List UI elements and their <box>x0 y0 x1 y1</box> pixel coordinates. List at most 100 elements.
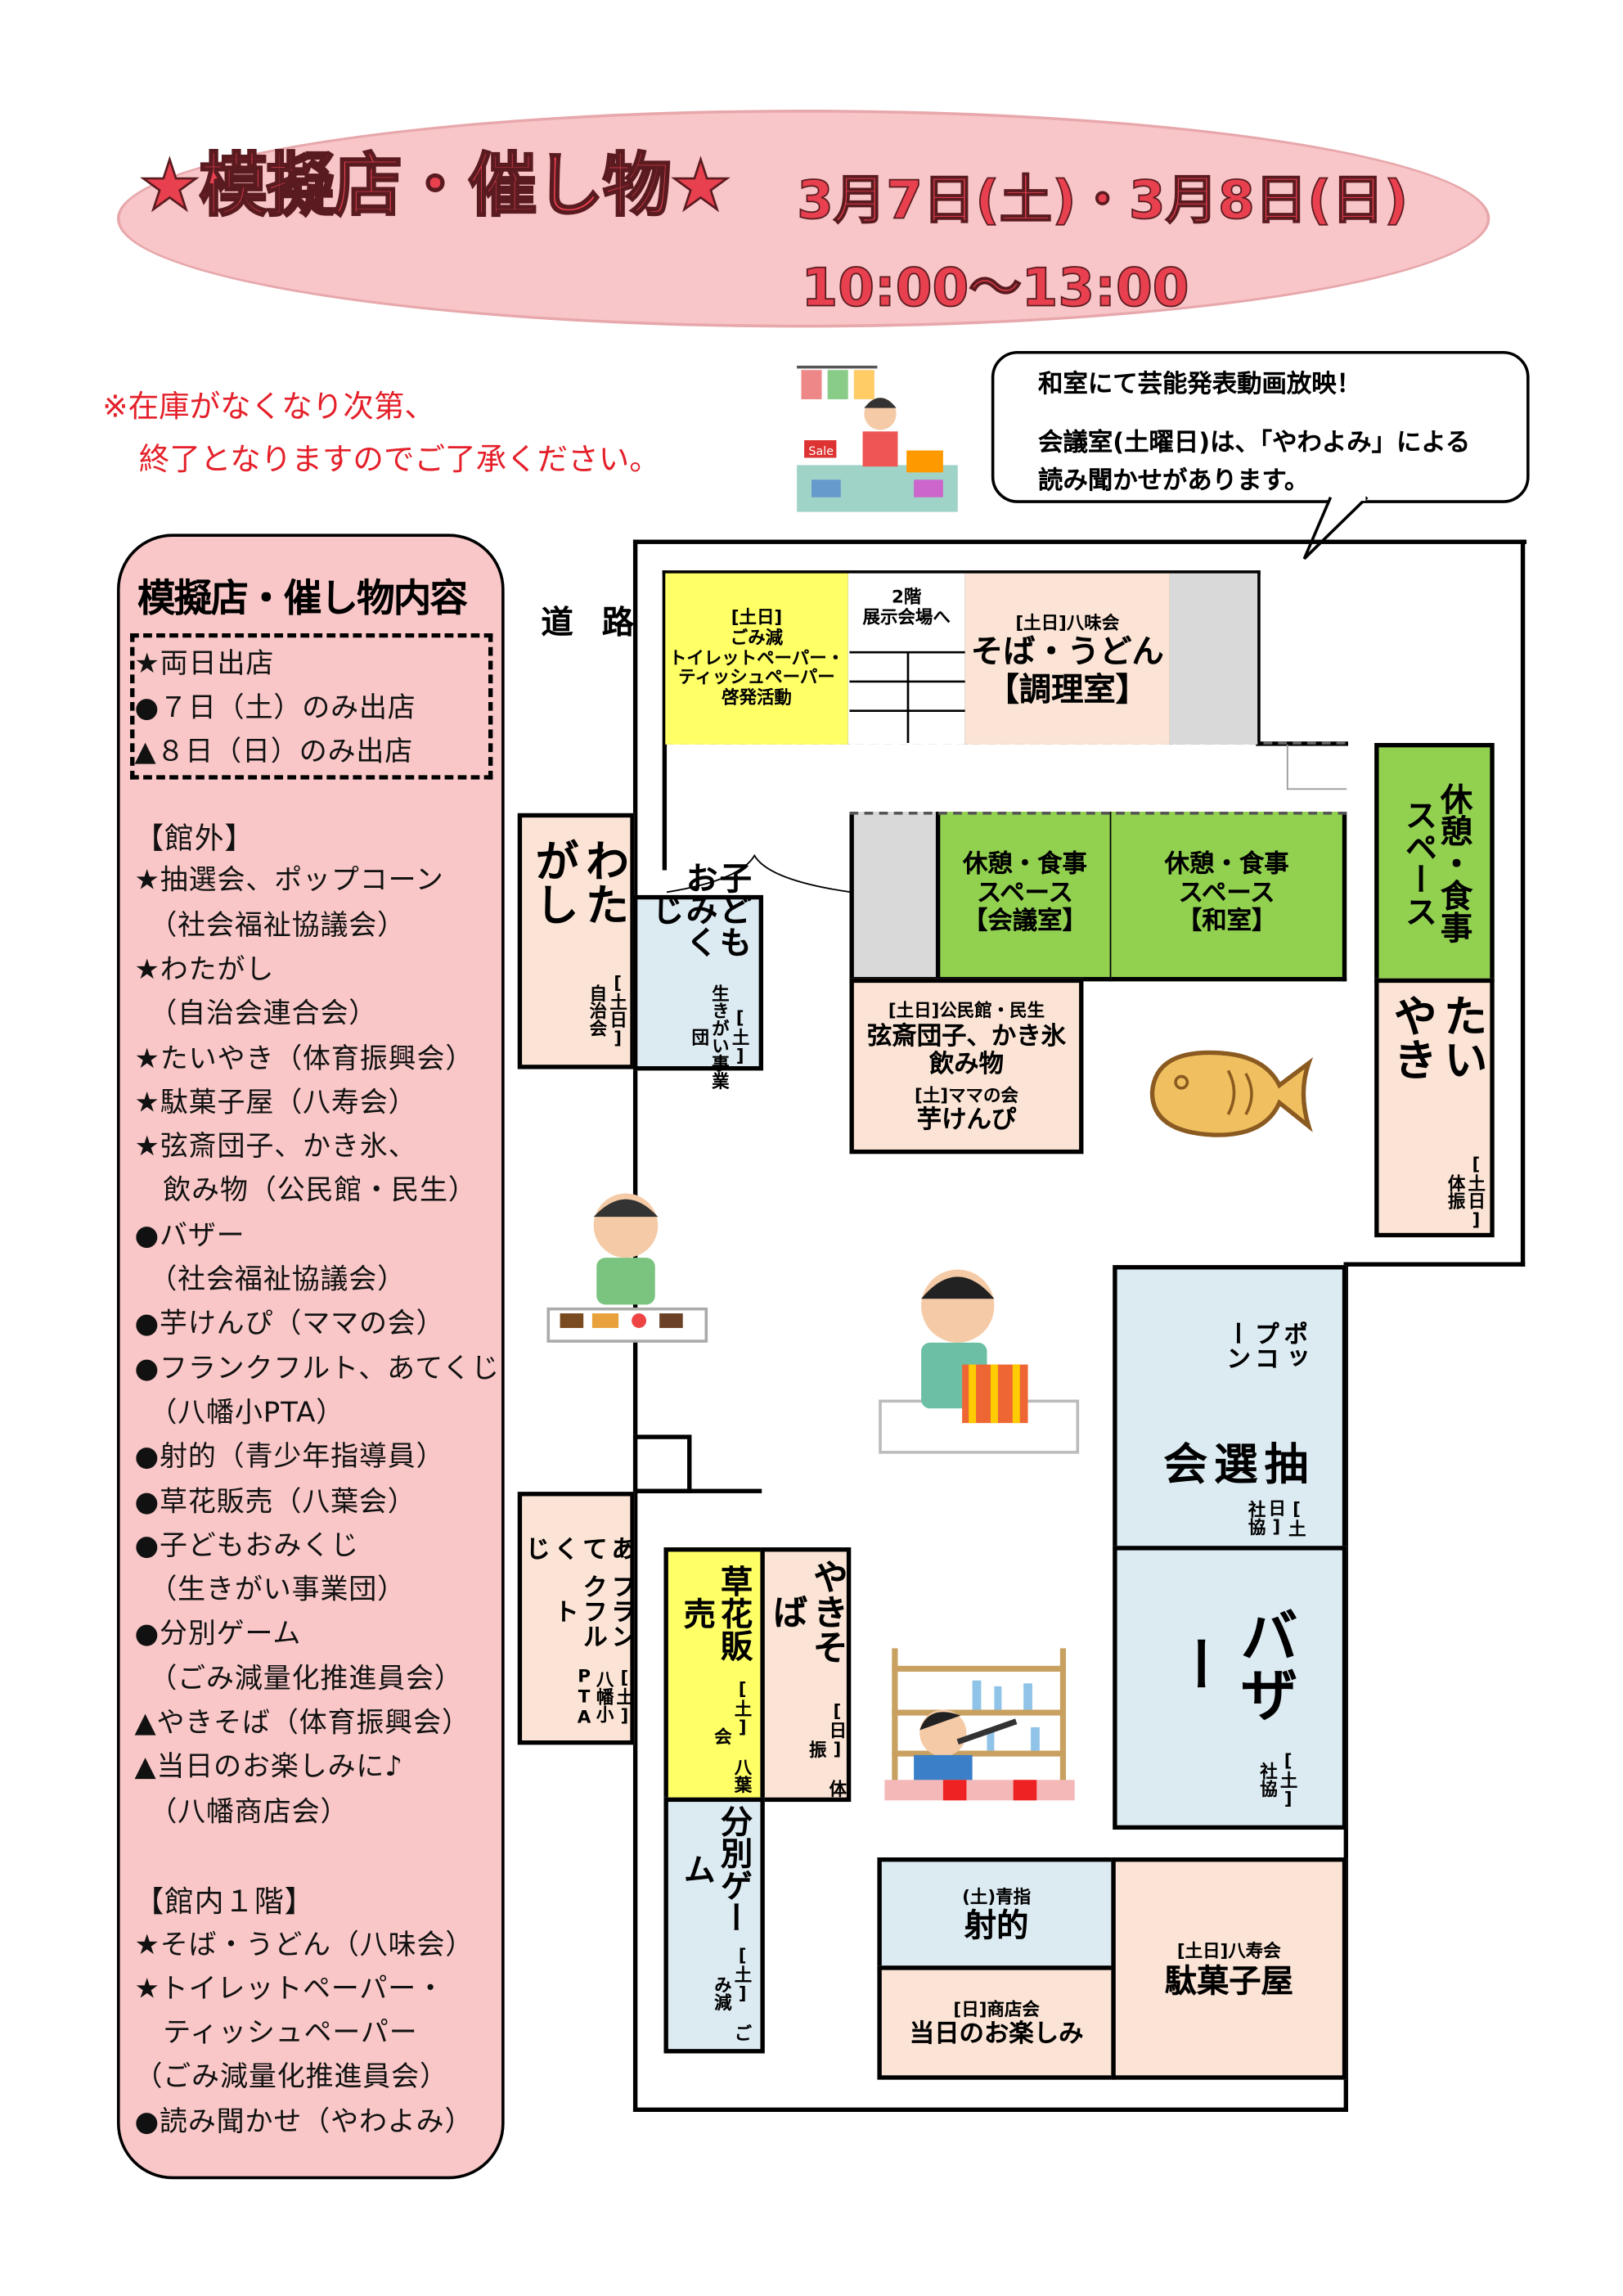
booth-tag: [土]ママの会 <box>915 1084 1018 1105</box>
inner-wall-right <box>1256 570 1261 746</box>
booth-tag: [土日] <box>607 972 628 1049</box>
booth-bazaar[interactable]: バザー[土] 社協 <box>1113 1546 1347 1830</box>
booth-tag: [日]商店会 <box>953 1999 1040 2020</box>
booth-sorting-game[interactable]: 分別ゲーム[土] ごみ減 <box>663 1797 765 2054</box>
section-heading: 【館外】 <box>134 820 255 856</box>
booth-tag: [土] <box>1278 1750 1299 1809</box>
inner-wall-left <box>662 570 668 871</box>
list-item: （自治会連合会） <box>134 997 378 1030</box>
list-item: ▲やきそば（体育振興会） <box>134 1706 470 1740</box>
list-item: 飲み物（公民館・民生） <box>134 1174 477 1208</box>
list-item: （生きがい事業団） <box>134 1573 407 1606</box>
booth-name: そば・うどん <box>970 635 1164 673</box>
rest-space-japanese-room[interactable]: 休憩・食事スペース【和室】 <box>1111 812 1347 982</box>
list-item: ★弦斎団子、かき氷、 <box>134 1130 417 1164</box>
outer-wall-right <box>1520 539 1526 1267</box>
booth-name: 射的 <box>964 1908 1029 1946</box>
booth-tag: [土日] <box>1465 1154 1486 1231</box>
shooting-gallery-illustration <box>884 1648 1075 1801</box>
section-heading: 【館内１階】 <box>134 1884 315 1920</box>
booth-shooting[interactable]: (土)青指射的 <box>877 1857 1116 1970</box>
announcement-line-1: 和室にて芸能発表動画放映！ <box>1038 370 1362 399</box>
list-item: ★抽選会、ポップコーン <box>134 864 444 898</box>
booth-yakisoba[interactable]: やきそば[日] 体振 <box>760 1547 852 1803</box>
announcement-bubble: 和室にて芸能発表動画放映！ 会議室(土曜日)は、「やわよみ」による 読み聞かせが… <box>991 350 1530 503</box>
booth-tag: [土日]八味会 <box>1015 612 1120 633</box>
booth-tag: [土日] <box>1266 1499 1307 1537</box>
list-item: ●子どもおみくじ <box>134 1529 359 1562</box>
booth-watagashi[interactable]: わたがし [土日] 自治会 <box>517 813 635 1069</box>
booth-tag: [土] <box>730 1008 751 1067</box>
legend-box <box>130 633 493 780</box>
booth-name: 当日のお楽しみ <box>909 2020 1084 2050</box>
booth-kids-omikuji[interactable]: 子どもおみくじ[土]生きがい事業団 <box>632 862 764 1090</box>
booth-tag: [日] <box>826 1700 847 1759</box>
booth-org: 社協 <box>1246 1500 1267 1536</box>
corner-box <box>1286 744 1347 790</box>
booth-name: トイレットペーパー・ <box>668 647 845 669</box>
header-banner <box>116 110 1490 328</box>
outer-wall-bottom <box>632 2107 1348 2113</box>
rest-space-meeting-room[interactable]: 休憩・食事スペース【会議室】 <box>935 812 1114 982</box>
list-item: （八幡商店会） <box>134 1795 349 1828</box>
stairs-icon <box>849 651 967 743</box>
booth-taiyaki[interactable]: たいやき[土日] 体振 <box>1374 978 1495 1238</box>
svg-text:Sale: Sale <box>808 445 834 458</box>
booth-name: 飲み物 <box>928 1050 1005 1080</box>
booth-tag: [土日] <box>731 606 783 628</box>
booth-flower-sale[interactable]: 草花販売[土] 八葉会 <box>663 1547 765 1803</box>
room-name: 【調理室】 <box>987 672 1149 709</box>
booth-name: 弦斎団子、かき氷 <box>866 1021 1067 1051</box>
booth-sub: ポップコーン <box>1220 1320 1307 1370</box>
booth-org: 体振 <box>807 1740 847 1798</box>
stairs-label: 展示会場へ <box>862 606 951 628</box>
list-item: （社会福祉協議会） <box>134 909 407 942</box>
booth-name: たいやき <box>1384 993 1486 1081</box>
list-item: （八幡小PTA） <box>134 1396 345 1429</box>
rest-label: 休憩・食事 <box>1434 782 1472 943</box>
event-date: 3月7日(土)・3月8日(日) <box>796 170 1409 232</box>
booth-dagashi[interactable]: [土日]八寿会駄菓子屋 <box>1111 1857 1347 2080</box>
booth-surprise[interactable]: [日]商店会当日のお楽しみ <box>877 1965 1116 2080</box>
room-name: 【和室】 <box>1176 907 1277 937</box>
list-item: （ごみ減量化推進員会） <box>134 1662 463 1695</box>
booth-toilet-paper[interactable]: [土日]ごみ減トイレットペーパー・ティッシュペーパー啓発活動 <box>665 573 852 745</box>
booth-org: 自治会 <box>587 984 609 1038</box>
booth-soba-udon[interactable]: [土日]八味会そば・うどん【調理室】 <box>964 573 1173 745</box>
entrance-box <box>632 1434 692 1493</box>
clothes-vendor-illustration: Sale <box>797 365 958 512</box>
booth-tag: [土] <box>614 1666 635 1726</box>
legend-item: ▲８日（日）のみ出店 <box>134 736 414 768</box>
booth-org: ごみ減 <box>712 1975 753 2042</box>
booth-name: 抽選会 <box>1154 1440 1307 1485</box>
list-item: ★トイレットペーパー・ <box>134 1972 446 2006</box>
booth-tag: (土)青指 <box>962 1886 1032 1907</box>
outer-wall-step <box>1343 1262 1526 1267</box>
room-name: 【会議室】 <box>963 907 1087 937</box>
stairs-label: 2階 <box>891 586 922 607</box>
list-item: ●分別ゲーム <box>134 1618 302 1650</box>
list-item: ●射的（青少年指導員） <box>134 1440 445 1474</box>
list-item: （ごみ減量化推進員会） <box>134 2061 448 2094</box>
list-item: ★そば・うどん（八味会） <box>134 1928 474 1961</box>
announcement-line-3: 読み聞かせがあります。 <box>1038 466 1310 496</box>
booth-org: 八葉会 <box>712 1727 753 1793</box>
booth-frankfurt[interactable]: あてくじフランクフルト[土] 八幡小PTA <box>517 1492 635 1745</box>
list-item: ★わたがし <box>134 953 275 986</box>
legend-item: ★両日出店 <box>134 647 275 681</box>
booth-name: 啓発活動 <box>722 687 792 709</box>
rest-space-right[interactable]: 休憩・食事スペース <box>1374 742 1495 984</box>
booth-name: 分別ゲーム <box>677 1805 752 1934</box>
booth-lottery[interactable]: ポップコーン抽選会 [土日] 社協 <box>1113 1265 1347 1551</box>
booth-name: 芋けんぴ <box>916 1105 1017 1136</box>
rest-label: 休憩・食事 <box>963 849 1087 880</box>
list-item: ●フランクフルト、あてくじ <box>134 1352 500 1384</box>
booth-name: 子どもおみくじ <box>645 862 751 959</box>
booth-genzai-dango[interactable]: [土日]公民館・民生弦斎団子、かき氷飲み物[土]ママの会芋けんぴ <box>849 978 1084 1155</box>
notice-line-2: 終了となりますのでご了承ください。 <box>138 441 660 477</box>
inner-wall-top <box>662 570 1261 575</box>
list-item: ●芋けんぴ（ママの会） <box>134 1308 445 1340</box>
list-item: ●バザー <box>134 1219 245 1252</box>
page-title: ★模擬店・催し物★ <box>137 145 732 227</box>
booth-name: わたがし <box>526 837 628 925</box>
